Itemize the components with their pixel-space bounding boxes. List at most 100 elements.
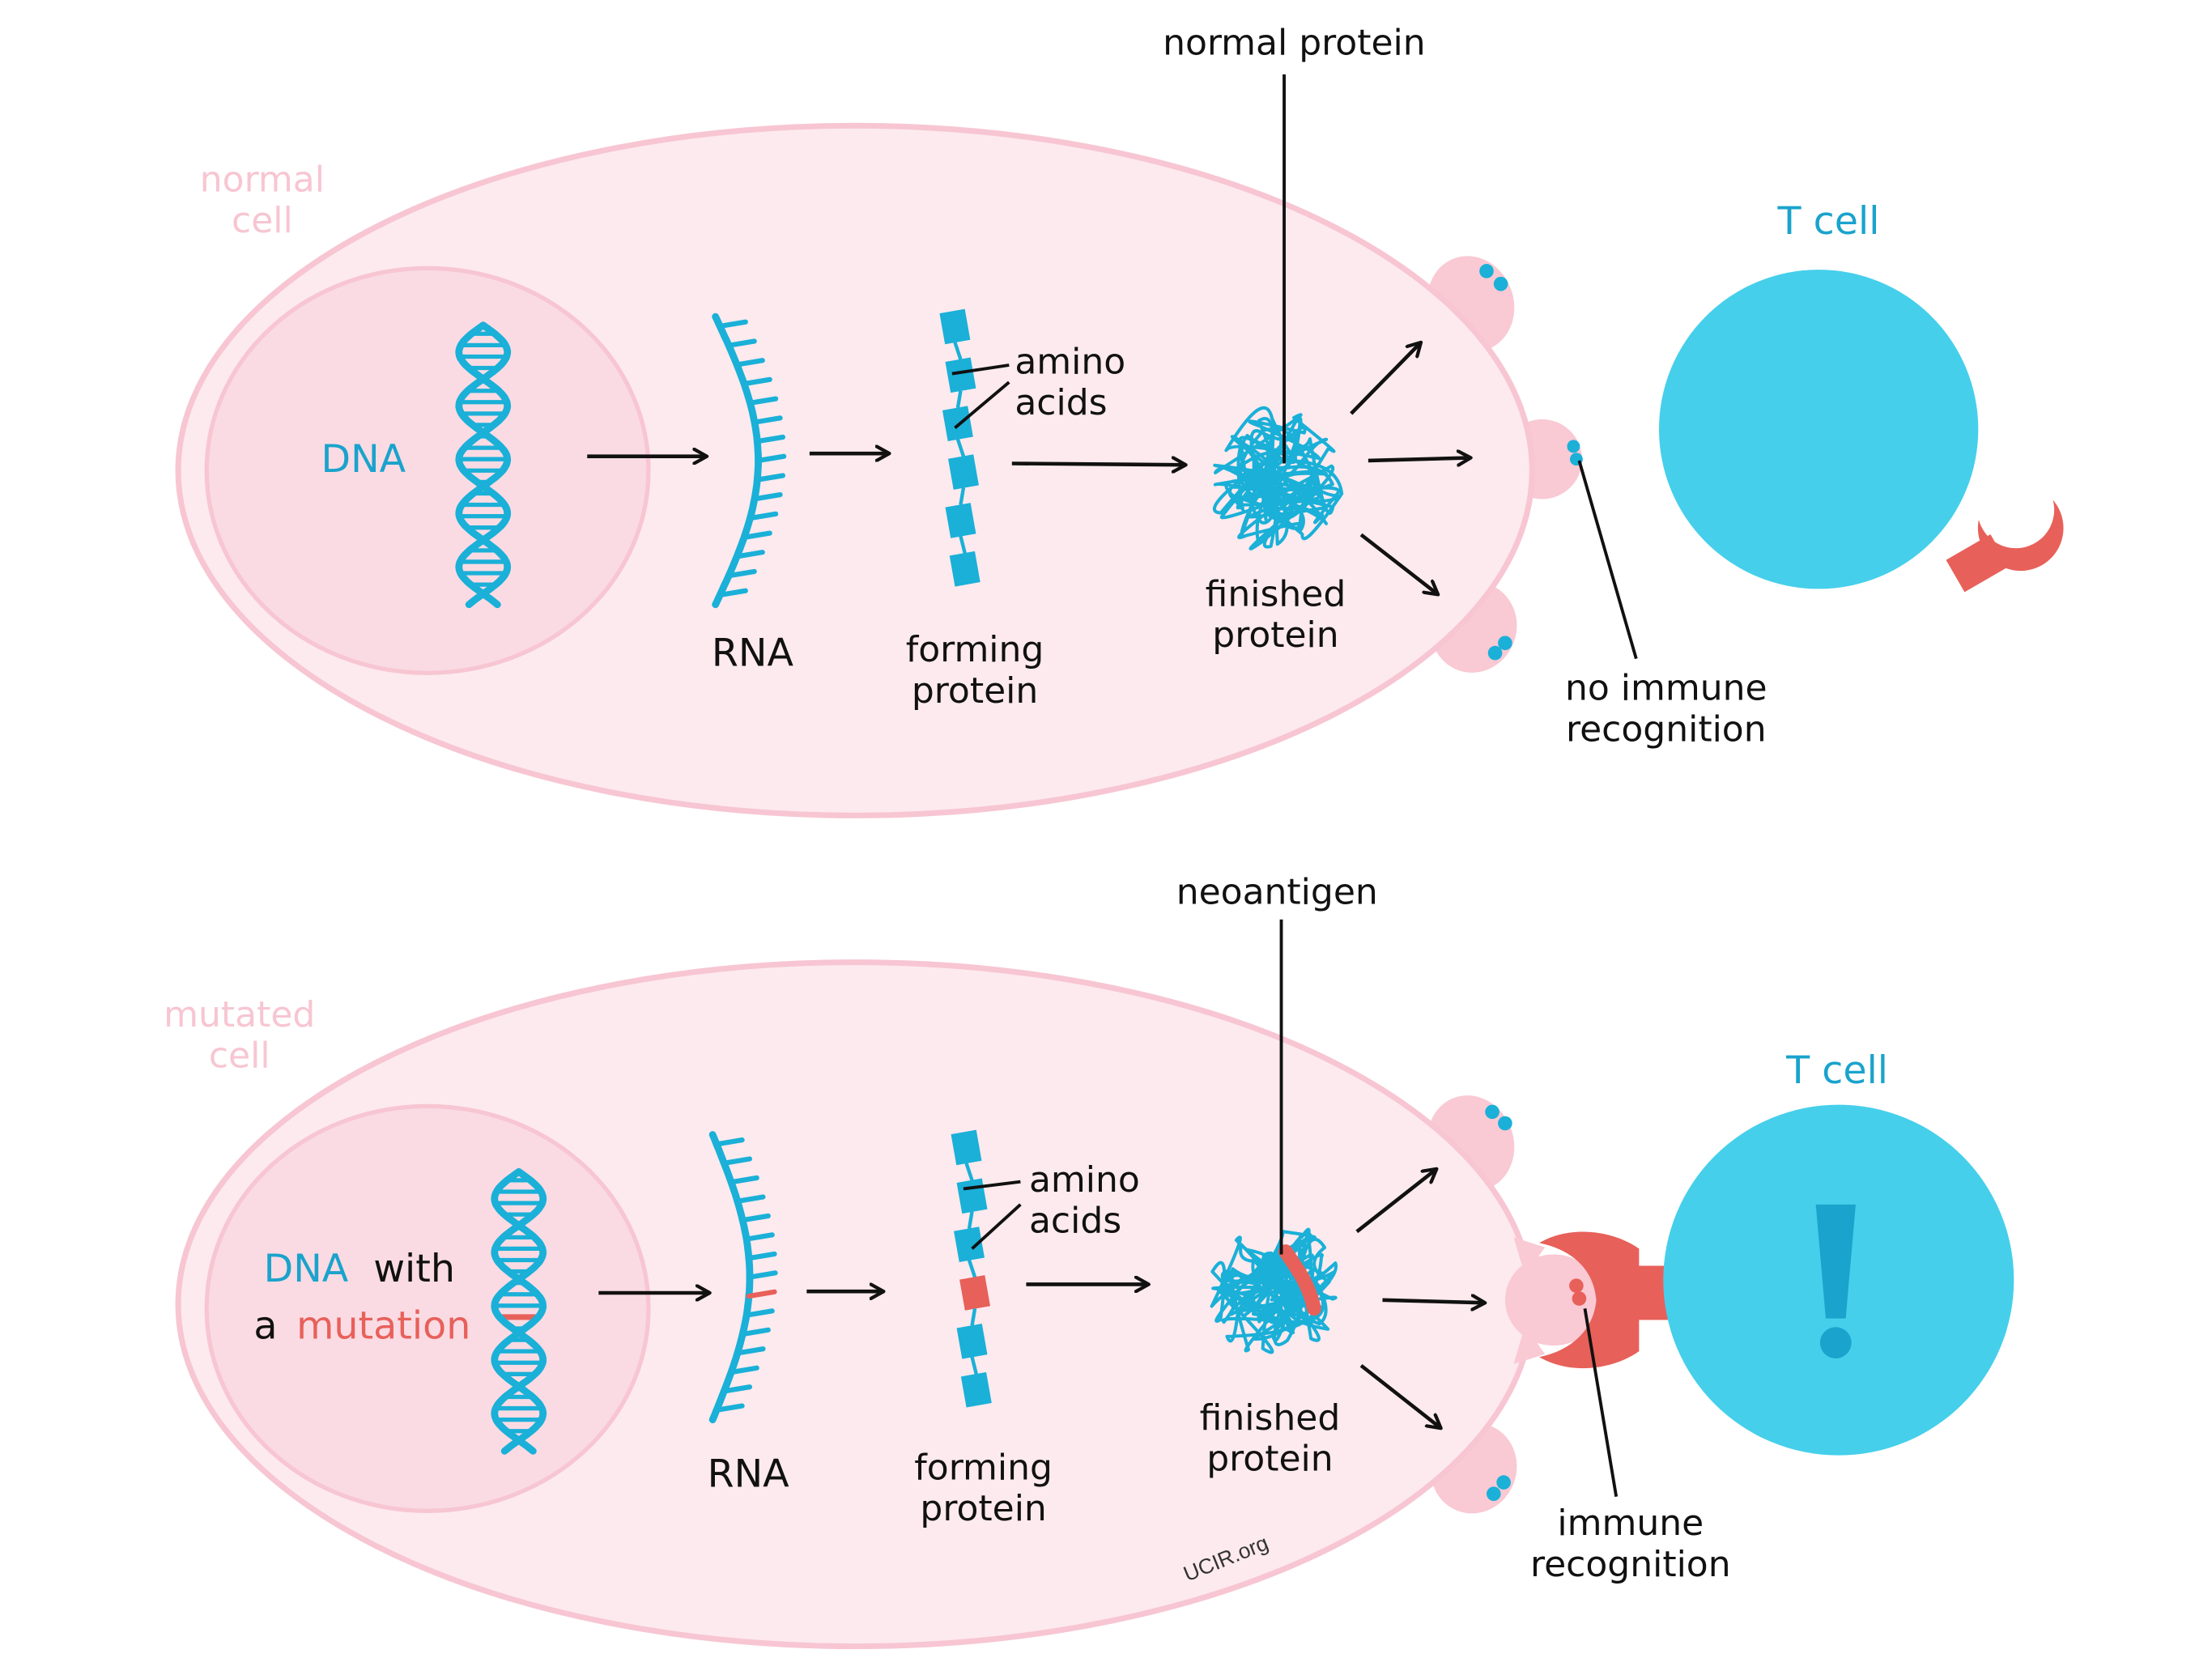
label-line: acids [1029,1201,1121,1242]
protein-strand [1210,1227,1338,1354]
no-recognition-callout-line [1577,460,1638,660]
dna-label-mutation: mutation [296,1303,470,1348]
label-line: protein [1212,614,1338,656]
amino-acid-pointer-mutated-1 [963,1180,1021,1191]
amino-acid [960,1371,992,1408]
alert-icon-bar [1815,1204,1856,1319]
amino-acid [948,454,979,490]
peptide-bond [970,1307,977,1326]
t-cell-receptor [1946,500,2064,593]
rna-base [743,1232,775,1242]
rna-base [713,1137,745,1147]
peptide-bond [955,390,963,409]
normal-protein-label: normal protein [1163,22,1426,63]
label-line: amino [1029,1159,1140,1201]
label-line: recognition [1566,708,1767,750]
dna-helix-mutated [491,1167,547,1455]
rna-base [740,1327,771,1337]
mhc-receptor-presenting [1504,1237,1602,1364]
rna-base [755,473,786,483]
rna-base [743,1308,775,1318]
label-line: amino [1015,342,1125,383]
helix-backbone [491,1167,547,1455]
peptide-bond [959,535,967,554]
peptide-bond [964,1163,974,1181]
rna-base [741,530,772,540]
rna-base [747,511,779,521]
rna-base [734,550,765,559]
helix-backbone [455,321,512,609]
peptide-bond [955,438,966,457]
amino-acid [945,503,976,538]
label-line: forming [914,1448,1053,1489]
label-line: finished [1200,1397,1341,1439]
dna-label-a: a [253,1303,277,1348]
amino-acid [956,1324,988,1359]
rna-base [734,1346,766,1356]
arrow-down-mutated [1359,1363,1441,1428]
label-line: protein [1206,1439,1333,1480]
rna-base [747,396,779,406]
rna-base [741,376,772,387]
label-line: normal [200,159,325,200]
rna-base [728,1175,759,1185]
peptide-bond [967,1211,974,1230]
finished-protein-tangle-mutated [1210,1227,1338,1354]
rna-strand-mutated [708,1131,778,1424]
alert-icon-dot [1819,1327,1852,1358]
peptide-bond [953,342,963,360]
rna-base [725,568,757,579]
amino-acid [956,1178,988,1214]
amino-acid [949,551,981,587]
rna-base [717,319,748,329]
rna-base [717,588,748,598]
neoantigen-segment [1278,1244,1321,1316]
rna-label-mutated: RNA [708,1452,790,1496]
arrow-to-finished-protein [1011,463,1186,465]
rna-base [725,338,757,348]
dna-helix [455,321,512,609]
amino-acid-pointer-2 [954,380,1010,429]
arrow-up-mutated [1355,1169,1437,1234]
label-line: mutated [164,994,315,1035]
amino-acid-pointer-1 [951,363,1010,376]
rna-mutation [746,1289,777,1299]
arrow-up [1350,342,1421,415]
t-cell-label-mutated: T cell [1785,1048,1888,1093]
peptide-bond [967,1259,977,1278]
label-line: cell [209,1035,270,1076]
arrow-right [1368,457,1471,461]
rna-base [746,1251,777,1261]
dna-label-with: with [373,1247,455,1291]
amino-acid [954,1226,985,1262]
t-cell-label: T cell [1777,199,1880,244]
arrow-right-mutated [1382,1300,1486,1303]
rna-label: RNA [712,631,794,675]
rna-base [747,1270,778,1280]
protein-strand [1212,406,1344,551]
rna-base [721,1156,753,1166]
rna-base [734,358,765,368]
rna-base [713,1403,745,1413]
rna-base [740,1213,771,1223]
label-line: cell [232,200,293,241]
arrow-down [1359,533,1438,594]
nucleus [204,266,651,675]
rna-base [755,434,786,444]
rna-base [734,1194,766,1204]
mutated-amino-acid [959,1275,991,1311]
label-line: protein [920,1488,1046,1529]
